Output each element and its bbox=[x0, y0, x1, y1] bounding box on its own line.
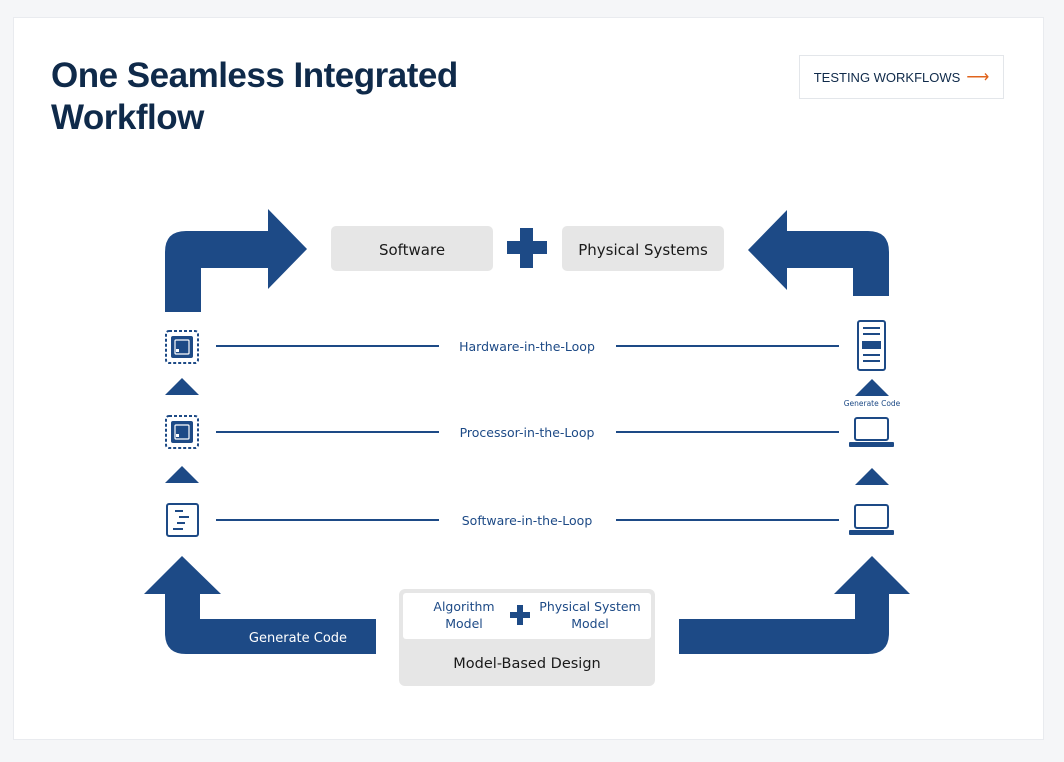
bottom-left-arrow bbox=[144, 556, 376, 654]
right-generate-code-label: Generate Code bbox=[844, 399, 901, 408]
laptop-icon bbox=[849, 417, 894, 447]
testing-workflows-button[interactable]: TESTING WORKFLOWS ⟶ bbox=[799, 55, 1004, 99]
software-box-label: Software bbox=[379, 241, 445, 259]
plus-icon-vertical bbox=[520, 228, 533, 268]
generate-code-label: Generate Code bbox=[249, 631, 347, 646]
mbd-title: Model-Based Design bbox=[453, 656, 600, 672]
physical-system-model-line1: Physical System bbox=[539, 599, 640, 614]
hil-label: Hardware-in-the-Loop bbox=[459, 339, 595, 354]
server-icon bbox=[857, 320, 886, 371]
algorithm-model-line2: Model bbox=[445, 616, 483, 631]
laptop-icon bbox=[849, 504, 894, 535]
up-triangle-icon bbox=[855, 379, 889, 396]
algorithm-model-line1: Algorithm bbox=[433, 599, 494, 614]
physical-systems-box bbox=[562, 226, 724, 271]
top-left-arrow bbox=[165, 209, 307, 312]
software-box bbox=[331, 226, 493, 271]
bottom-right-arrow bbox=[679, 556, 910, 654]
chip-icon bbox=[165, 415, 199, 449]
arrow-right-icon: ⟶ bbox=[966, 69, 990, 86]
testing-workflows-label: TESTING WORKFLOWS bbox=[813, 69, 961, 85]
up-triangle-icon bbox=[165, 378, 199, 395]
up-triangle-icon bbox=[165, 466, 199, 483]
code-icon bbox=[166, 503, 199, 537]
physical-system-model-line2: Model bbox=[571, 616, 609, 631]
small-plus-icon-vertical bbox=[517, 605, 523, 625]
top-right-arrow bbox=[748, 210, 889, 296]
physical-systems-box-label: Physical Systems bbox=[578, 241, 708, 259]
page-title: One Seamless Integrated Workflow bbox=[51, 56, 458, 137]
chip-icon bbox=[165, 330, 199, 364]
sil-label: Software-in-the-Loop bbox=[462, 513, 593, 528]
pil-label: Processor-in-the-Loop bbox=[460, 425, 595, 440]
up-triangle-icon bbox=[855, 468, 889, 485]
